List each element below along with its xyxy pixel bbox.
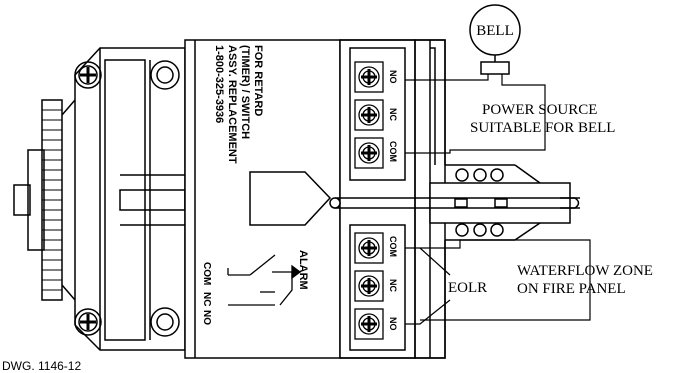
eolr-label: EOLR bbox=[448, 280, 487, 296]
terminal-label-bottom-1: COM bbox=[388, 236, 398, 257]
switch-nc-label: NC bbox=[201, 292, 212, 306]
waterflow-wiring bbox=[405, 239, 591, 325]
cover-line-4: 1-800-325-3936 bbox=[213, 45, 225, 123]
power-source-line-1: POWER SOURCE bbox=[482, 102, 597, 118]
switch-no-label: NO bbox=[201, 310, 212, 325]
terminal-label-bottom-2: NC bbox=[388, 279, 398, 292]
terminal-label-top-1: NO bbox=[388, 70, 398, 84]
screw-icon bbox=[74, 308, 102, 336]
alarm-switch-schematic bbox=[227, 254, 302, 306]
waterflow-line-2: ON FIRE PANEL bbox=[517, 281, 626, 297]
actuator-arm bbox=[329, 164, 580, 241]
alarm-label: ALARM bbox=[297, 250, 309, 290]
power-source-line-2: SUITABLE FOR BELL bbox=[470, 120, 615, 136]
cover-text: FOR RETARD (TIMER) / SWITCH ASSY. REPLAC… bbox=[213, 45, 264, 164]
drawing-number: DWG. 1146-12 bbox=[2, 359, 81, 373]
terminal-label-top-3: COM bbox=[388, 141, 398, 162]
waterflow-line-1: WATERFLOW ZONE bbox=[517, 263, 653, 279]
bell-label: BELL bbox=[476, 23, 514, 39]
terminal-label-bottom-3: NO bbox=[388, 317, 398, 331]
switch-com-label: COM bbox=[201, 262, 212, 285]
terminal-screw-bottom bbox=[354, 232, 384, 340]
frame-outline bbox=[340, 39, 446, 359]
terminal-label-top-2: NC bbox=[388, 108, 398, 121]
timer-housing bbox=[74, 47, 186, 351]
mounting-hole bbox=[150, 60, 180, 337]
cover-line-2: (TIMER) / SWITCH bbox=[239, 45, 251, 139]
terminal-screw-top bbox=[354, 61, 384, 169]
bell-wiring bbox=[405, 74, 546, 154]
cover-line-1: FOR RETARD bbox=[252, 45, 264, 116]
bell-icon bbox=[469, 4, 521, 75]
screw-icon bbox=[74, 61, 102, 89]
cover-line-3: ASSY. REPLACEMENT bbox=[226, 45, 238, 164]
timer-knob bbox=[13, 99, 76, 301]
